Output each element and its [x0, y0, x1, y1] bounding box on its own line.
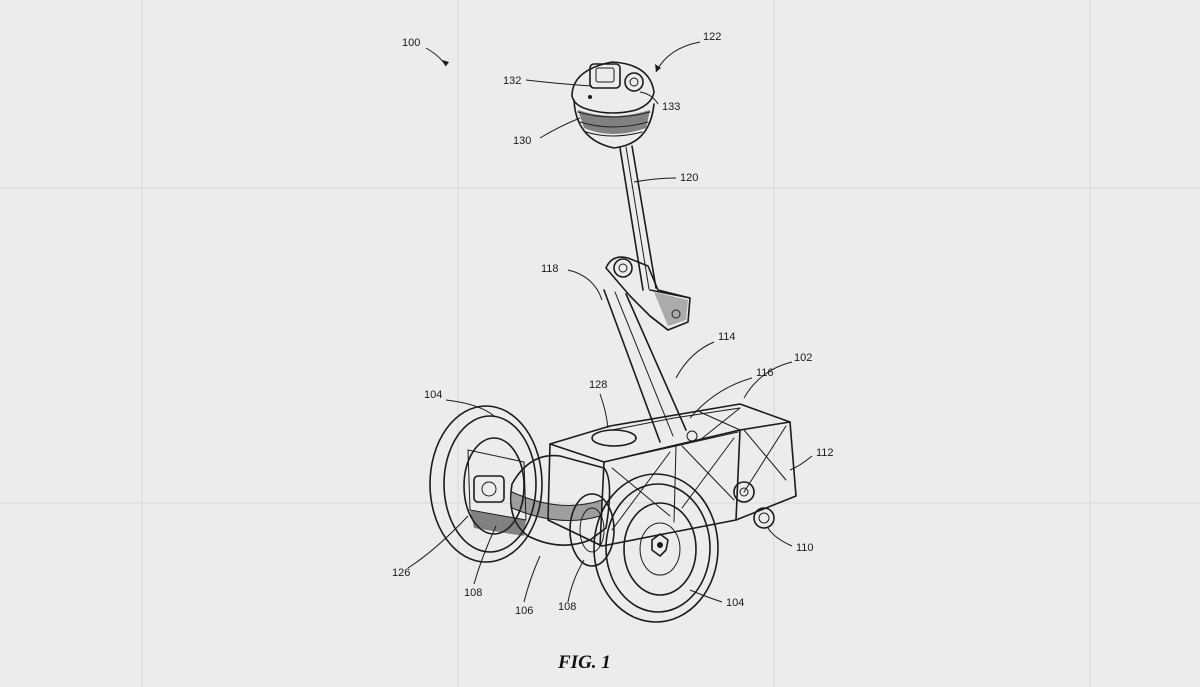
- ref-108-left: 108: [464, 587, 482, 599]
- ref-104-left: 104: [424, 389, 442, 401]
- ref-104-right: 104: [726, 597, 744, 609]
- ref-120: 120: [680, 172, 698, 184]
- ref-122: 122: [703, 31, 721, 43]
- mast: [619, 145, 657, 291]
- ref-130: 130: [513, 135, 531, 147]
- ref-133: 133: [662, 101, 680, 113]
- ref-126: 126: [392, 567, 410, 579]
- figure-caption: FIG. 1: [557, 652, 611, 673]
- ref-112: 112: [816, 447, 834, 459]
- ref-108-right: 108: [558, 601, 576, 613]
- ref-106: 106: [515, 605, 533, 617]
- ref-132: 132: [503, 75, 521, 87]
- ref-116: 116: [756, 367, 774, 379]
- left-wheel: [429, 405, 543, 563]
- ref-118: 118: [541, 263, 559, 275]
- reference-numerals: 100 122 132 133 130 120 118 114 102 116 …: [392, 31, 834, 617]
- right-wheel: [569, 473, 719, 623]
- ref-102: 102: [794, 352, 812, 364]
- arm-joint: [605, 256, 691, 331]
- ref-100: 100: [402, 37, 420, 49]
- ref-114: 114: [718, 331, 736, 343]
- leader-lines: [407, 41, 813, 603]
- chassis: [509, 403, 797, 547]
- camera-head: [571, 61, 655, 149]
- ref-110: 110: [796, 542, 814, 554]
- ref-128: 128: [589, 379, 607, 391]
- strut: [603, 289, 687, 443]
